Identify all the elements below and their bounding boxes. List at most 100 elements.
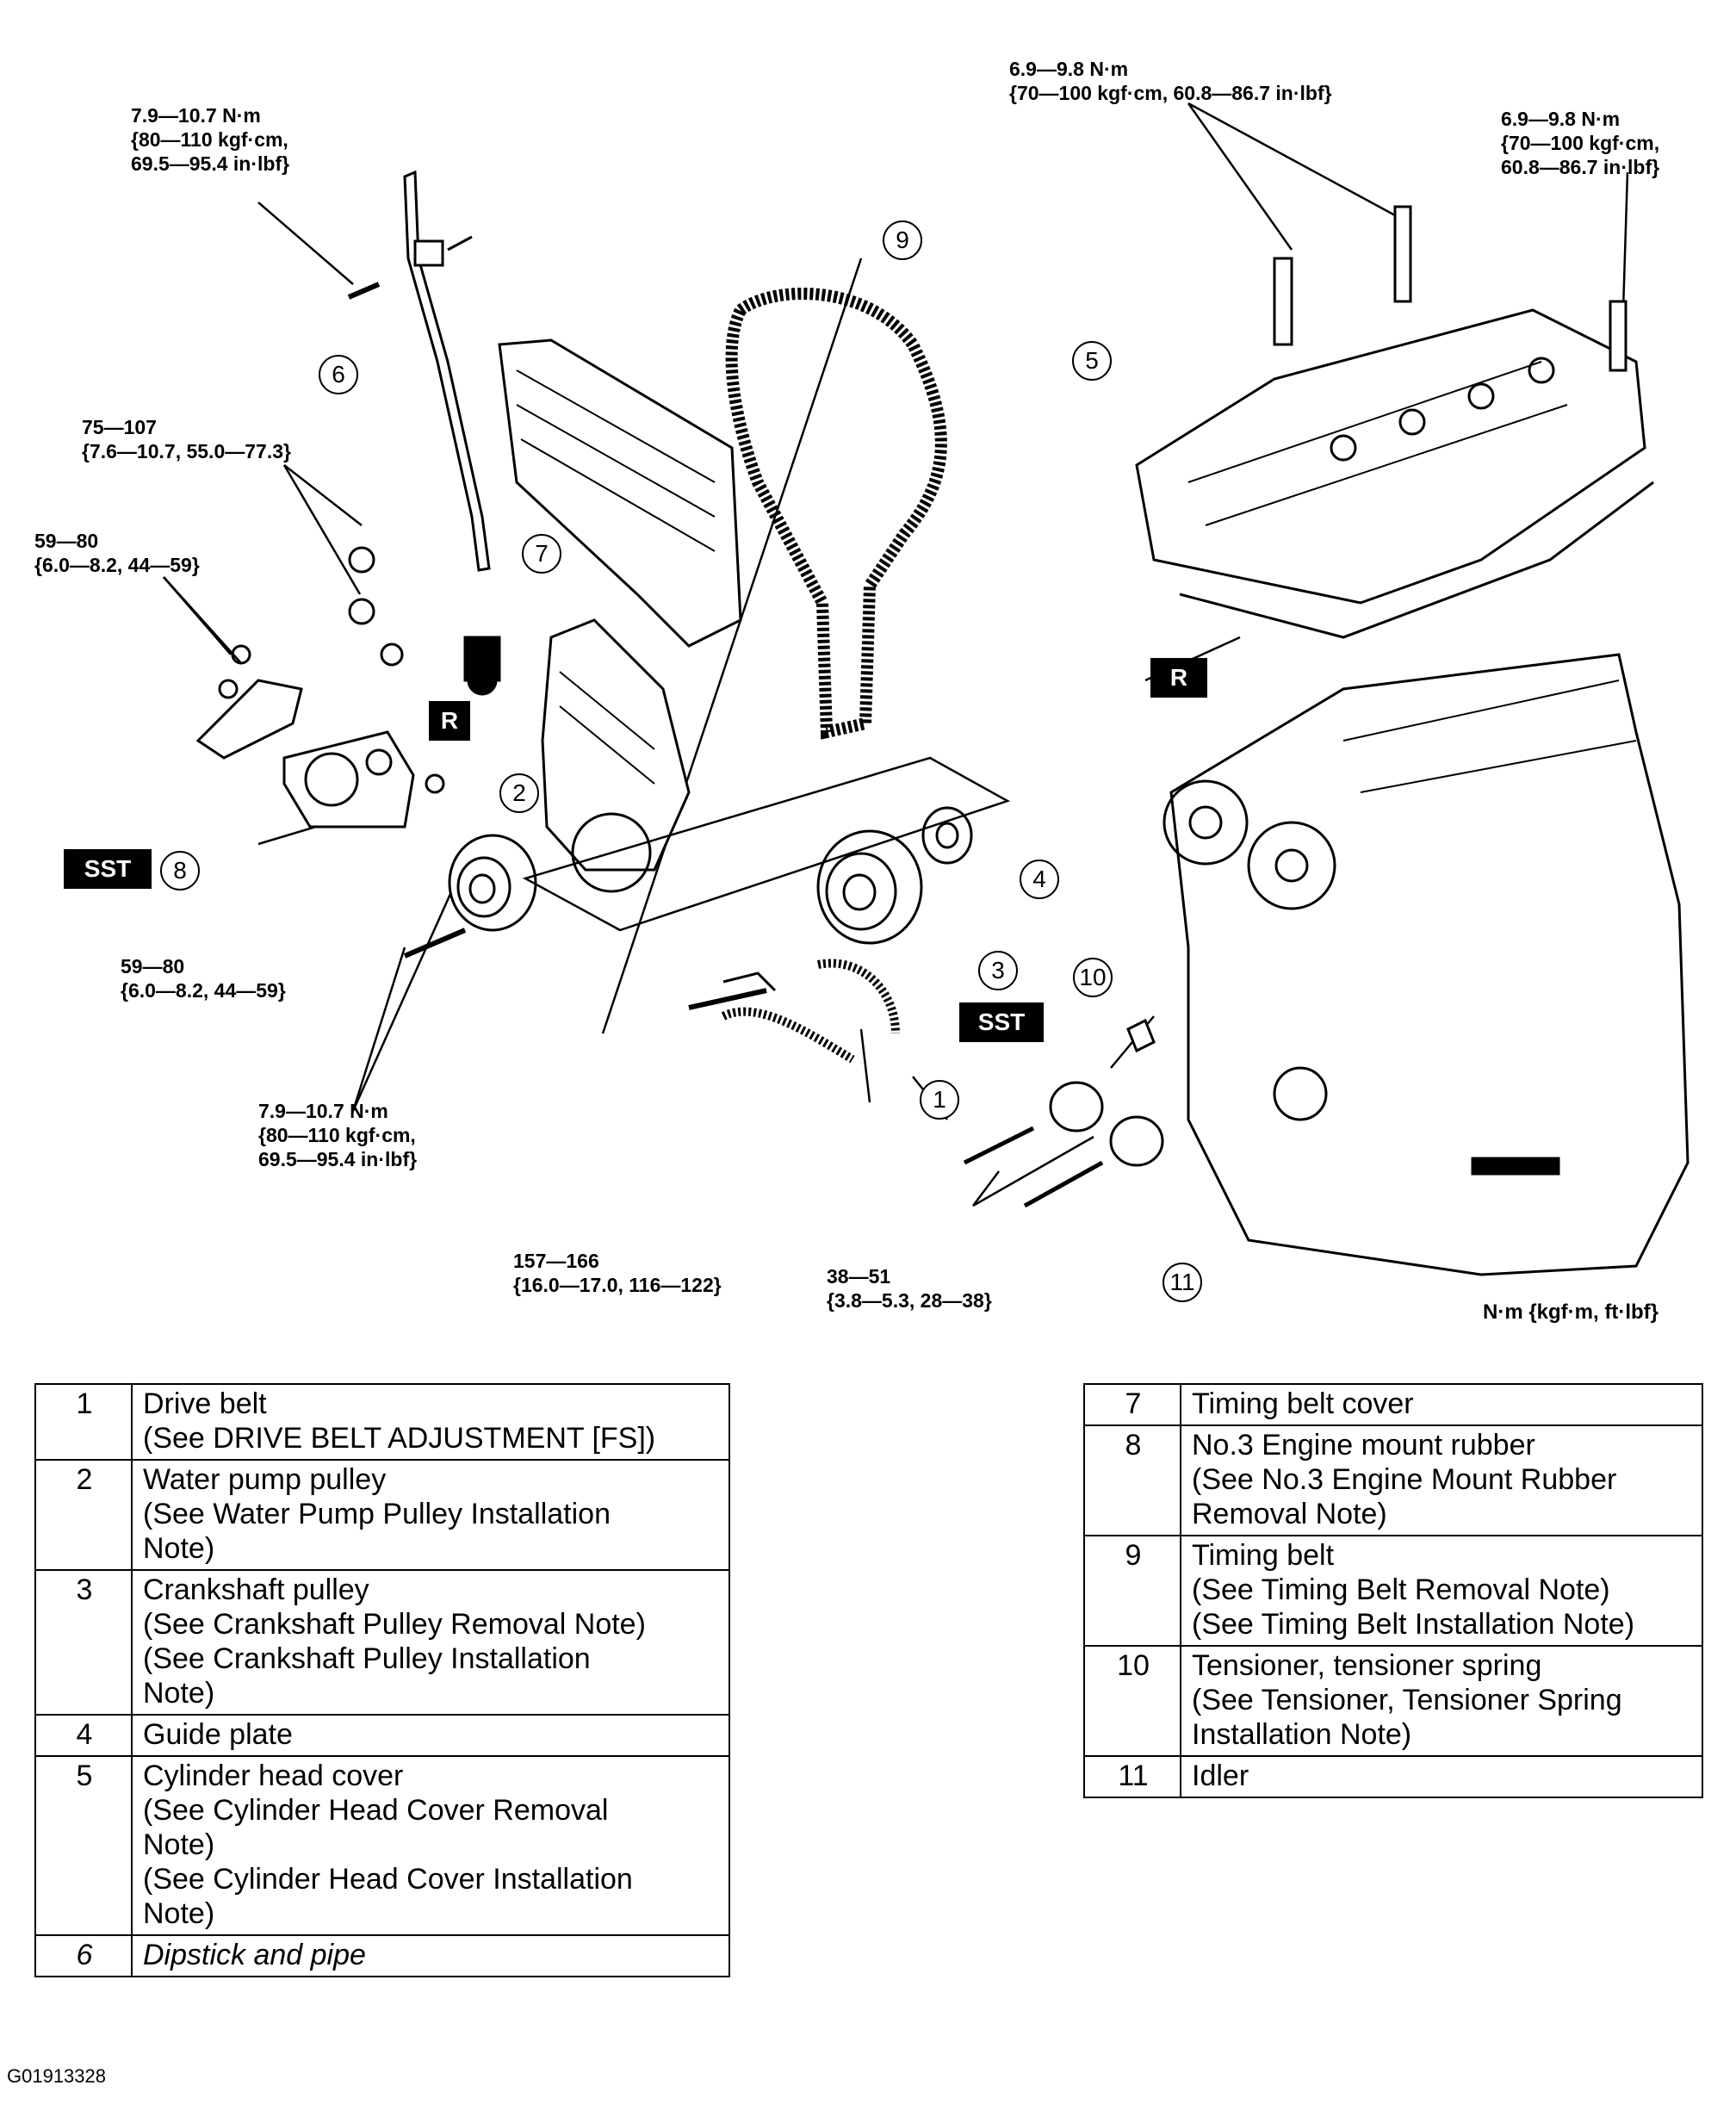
part-number: 8 [1083, 1424, 1181, 1536]
part-note: Note) [143, 1532, 215, 1565]
part-note: Note) [143, 1677, 215, 1710]
part-description: Guide plate [131, 1714, 730, 1757]
tag-r-head-cover: R [1150, 658, 1207, 698]
torque-spec-pulley-bolts: 7.9—10.7 N·m {80—110 kgf·cm, 69.5—95.4 i… [258, 1100, 418, 1170]
part-note: (See Timing Belt Installation Note) [1192, 1608, 1635, 1641]
part-name: Drive belt [143, 1387, 267, 1420]
part-description: Cylinder head cover(See Cylinder Head Co… [131, 1755, 730, 1936]
part-note: (See No.3 Engine Mount Rubber [1192, 1463, 1617, 1496]
part-description: Drive belt(See DRIVE BELT ADJUSTMENT [FS… [131, 1383, 730, 1461]
torque-spec-head-cover-bolts: 6.9—9.8 N·m {70—100 kgf·cm, 60.8—86.7 in… [1009, 58, 1332, 104]
part-name: Tensioner, tensioner spring [1192, 1649, 1542, 1682]
part-note: Installation Note) [1192, 1718, 1412, 1751]
callout-2: 2 [499, 773, 539, 813]
figure-id: G01913328 [7, 2065, 106, 2087]
units-note: N·m {kgf·m, ft·lbf} [1483, 1300, 1658, 1324]
callout-10: 10 [1073, 958, 1113, 997]
part-note: Note) [143, 1828, 215, 1861]
part-description: Water pump pulley(See Water Pump Pulley … [131, 1459, 730, 1571]
oil-bottle [463, 636, 501, 696]
bolts [347, 282, 767, 1010]
dipstick-and-pipe [403, 170, 491, 572]
part-name: Water pump pulley [143, 1463, 387, 1496]
part-note: (See Cylinder Head Cover Removal [143, 1794, 609, 1827]
torque-spec-mount-bolts: 59—80 {6.0—8.2, 44—59} [34, 530, 200, 576]
part-number: 9 [1083, 1535, 1181, 1647]
tag-sst-crankshaft: SST [959, 1002, 1044, 1042]
callout-6: 6 [319, 355, 358, 394]
torque-spec-mount-bracket: 59—80 {6.0—8.2, 44—59} [121, 955, 286, 1002]
callout-3: 3 [978, 951, 1018, 990]
part-number: 7 [1083, 1383, 1181, 1426]
part-note: (See Timing Belt Removal Note) [1192, 1573, 1610, 1606]
part-number: 10 [1083, 1645, 1181, 1757]
exploded-view-diagram [163, 102, 1690, 1276]
part-name: Idler [1192, 1760, 1249, 1792]
callout-4: 4 [1020, 860, 1059, 899]
sealant-tube [1471, 1157, 1560, 1176]
parts-row: 11 Idler [1083, 1755, 1703, 1798]
cylinder-head-cover [1135, 205, 1654, 639]
part-note: (See Crankshaft Pulley Removal Note) [143, 1608, 646, 1641]
parts-row: 7 Timing belt cover [1083, 1383, 1703, 1426]
tag-sst-mount: SST [64, 849, 152, 889]
part-description: Tensioner, tensioner spring(See Tensione… [1180, 1645, 1703, 1757]
part-number: 1 [34, 1383, 133, 1461]
parts-row: 4 Guide plate [34, 1714, 730, 1757]
callout-8: 8 [160, 851, 200, 891]
part-number: 5 [34, 1755, 133, 1936]
part-name: Cylinder head cover [143, 1760, 404, 1792]
part-note: (See Tensioner, Tensioner Spring [1192, 1684, 1622, 1716]
part-note: (See Water Pump Pulley Installation [143, 1498, 611, 1530]
part-name: Crankshaft pulley [143, 1573, 369, 1606]
torque-spec-dipstick-bolt: 7.9—10.7 N·m {80—110 kgf·cm, 69.5—95.4 i… [131, 104, 290, 175]
engine-mount [195, 546, 445, 829]
callout-11: 11 [1162, 1263, 1202, 1302]
tag-r-dipstick: R [429, 701, 470, 741]
part-note: (See Cylinder Head Cover Installation [143, 1863, 633, 1896]
engine-block [1162, 653, 1690, 1276]
part-description: Timing belt(See Timing Belt Removal Note… [1180, 1535, 1703, 1647]
part-name: Timing belt cover [1192, 1387, 1414, 1420]
torque-spec-crankshaft-bolt: 157—166 {16.0—17.0, 116—122} [513, 1250, 722, 1296]
callout-1: 1 [920, 1080, 959, 1120]
part-name: Dipstick and pipe [143, 1939, 366, 1971]
part-note: (See DRIVE BELT ADJUSTMENT [FS]) [143, 1422, 656, 1455]
parts-row: 6 Dipstick and pipe [34, 1934, 730, 1977]
drive-belt [721, 959, 900, 1064]
timing-belt [725, 288, 947, 740]
torque-spec-mount-nuts: 75—107 {7.6—10.7, 55.0—77.3} [82, 416, 291, 462]
part-note: Removal Note) [1192, 1498, 1387, 1530]
part-note: (See Crankshaft Pulley Installation [143, 1642, 591, 1675]
part-description: Crankshaft pulley(See Crankshaft Pulley … [131, 1569, 730, 1716]
part-number: 6 [34, 1934, 133, 1977]
part-description: No.3 Engine mount rubber(See No.3 Engine… [1180, 1424, 1703, 1536]
guide-plate [921, 806, 973, 865]
part-number: 3 [34, 1569, 133, 1716]
part-name: Timing belt [1192, 1539, 1335, 1572]
part-number: 11 [1083, 1755, 1181, 1798]
part-number: 4 [34, 1714, 133, 1757]
callout-5: 5 [1072, 341, 1112, 381]
part-name: Guide plate [143, 1718, 293, 1751]
part-description: Dipstick and pipe [131, 1934, 730, 1977]
part-number: 2 [34, 1459, 133, 1571]
torque-spec-idler-bolts: 38—51 {3.8—5.3, 28—38} [827, 1265, 992, 1312]
timing-belt-cover [498, 338, 742, 893]
callout-7: 7 [522, 534, 561, 574]
part-description: Timing belt cover [1180, 1383, 1703, 1426]
torque-spec-head-cover-stud: 6.9—9.8 N·m {70—100 kgf·cm, 60.8—86.7 in… [1501, 108, 1660, 178]
tensioner-and-idler [963, 1018, 1164, 1208]
crankshaft-pulley [722, 829, 923, 992]
water-pump-pulley [448, 834, 537, 932]
reference-outline [522, 756, 1011, 932]
